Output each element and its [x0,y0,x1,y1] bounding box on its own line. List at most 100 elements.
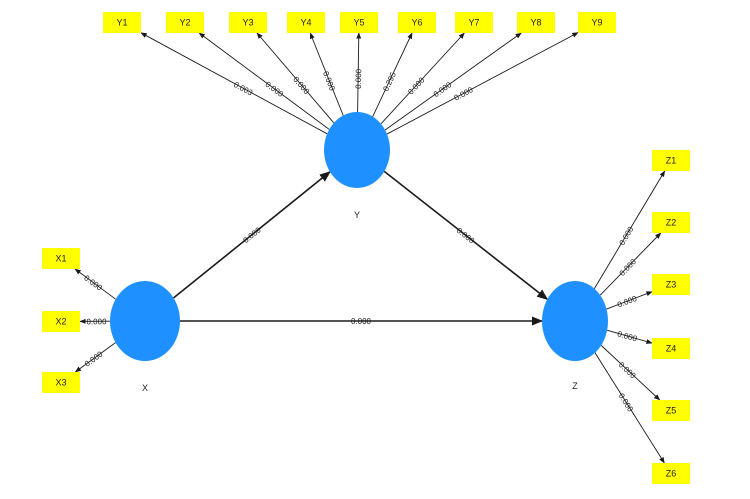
indicator-box [398,12,436,33]
loading-value-z3: 0.000 [616,294,638,310]
indicator-box [652,338,690,359]
loading-value-z4: 0.000 [616,329,638,343]
loading-value-y2: 0.000 [264,80,286,99]
loading-arrow-z4 [606,329,653,344]
loading-arrow-y9 [386,32,579,135]
loading-value-z6: 0.000 [617,392,636,414]
indicator-label: Y1 [116,18,127,28]
indicator-label: Y7 [468,18,479,28]
loading-arrow-y3 [256,32,335,124]
indicator-box [229,12,267,33]
loading-value-z1: 0.000 [617,225,635,247]
loading-arrow-y5 [356,32,362,113]
indicator-label: Z4 [666,344,677,354]
indicator-y2[interactable]: Y2 [166,12,204,33]
path-coefficient-y-z: 0.000 [455,226,477,246]
loading-arrow-y8 [384,32,522,131]
latent-y[interactable]: Y [324,112,390,220]
indicator-y5[interactable]: Y5 [340,12,378,33]
indicator-label: Z1 [666,156,677,166]
edges-layer [74,32,666,464]
indicator-box [652,463,690,484]
indicator-label: Z3 [666,280,677,290]
indicator-box [652,212,690,233]
indicator-z2[interactable]: Z2 [652,212,690,233]
loading-value-y5: 0.000 [354,68,363,89]
indicator-label: Z2 [666,218,677,228]
indicator-y8[interactable]: Y8 [517,12,555,33]
indicator-z1[interactable]: Z1 [652,150,690,171]
indicator-y7[interactable]: Y7 [455,12,493,33]
loading-arrow-y6 [372,32,413,117]
loading-value-y8: 0.000 [432,80,454,99]
indicator-label: X1 [55,254,66,264]
indicator-box [652,400,690,421]
indicator-z5[interactable]: Z5 [652,400,690,421]
loading-value-x1: 0.000 [82,273,104,292]
loading-value-x3: 0.000 [83,349,105,368]
indicator-label: Y2 [179,18,190,28]
path-arrow-x-y [173,171,331,299]
latent-ellipse [110,281,180,361]
loading-value-y7: 0.000 [406,75,427,96]
indicator-x2[interactable]: X2 [42,311,80,332]
loading-arrow-y7 [380,32,465,125]
loading-value-x2: 0.000 [86,317,107,326]
indicator-box [287,12,325,33]
indicator-x1[interactable]: X1 [42,248,80,269]
latent-x[interactable]: X [110,281,180,393]
latent-label: Z [572,381,578,391]
indicator-y9[interactable]: Y9 [578,12,616,33]
loading-arrow-y1 [140,32,328,135]
loading-value-y1: 0.003 [232,80,254,98]
indicator-box [455,12,493,33]
indicator-z6[interactable]: Z6 [652,463,690,484]
loading-arrow-z5 [600,345,661,401]
loading-value-y9: 0.000 [453,85,475,103]
loading-arrow-y4 [309,32,344,116]
indicator-z3[interactable]: Z3 [652,274,690,295]
indicator-label: Y9 [591,18,602,28]
indicator-label: Y4 [300,18,311,28]
latent-z[interactable]: Z [542,281,608,391]
loading-arrow-x1 [74,268,116,300]
loading-value-y4: 0.000 [321,70,337,92]
path-arrow-y-z [383,170,549,300]
loading-arrow-z6 [594,352,665,464]
loading-value-z2: 0.000 [618,257,639,278]
indicator-box [42,372,80,393]
indicator-y3[interactable]: Y3 [229,12,267,33]
loading-arrow-z1 [593,170,666,289]
indicator-label: Z5 [666,406,677,416]
indicator-label: Y8 [530,18,541,28]
indicator-box [166,12,204,33]
indicator-box [42,311,80,332]
indicator-label: X2 [55,317,66,327]
indicator-box [340,12,378,33]
indicator-label: X3 [55,378,66,388]
latent-ellipse [324,112,390,188]
loading-value-z5: 0.000 [617,360,638,381]
indicator-label: Y5 [353,18,364,28]
loading-value-y6: 0.295 [381,70,398,92]
latent-label: X [142,383,148,393]
indicator-box [652,274,690,295]
indicator-z4[interactable]: Z4 [652,338,690,359]
loading-arrow-z3 [606,291,653,310]
indicator-box [652,150,690,171]
indicator-x3[interactable]: X3 [42,372,80,393]
loading-arrow-x3 [74,342,116,373]
loading-arrow-z2 [599,232,662,296]
path-coefficient-x-z: 0.000 [351,317,372,326]
indicator-y4[interactable]: Y4 [287,12,325,33]
latent-ellipse [542,281,608,361]
indicator-box [517,12,555,33]
indicator-label: Z6 [666,469,677,479]
latent-label: Y [354,210,360,220]
loading-arrow-y2 [198,32,330,130]
indicator-box [578,12,616,33]
indicator-y1[interactable]: Y1 [103,12,141,33]
indicator-y6[interactable]: Y6 [398,12,436,33]
